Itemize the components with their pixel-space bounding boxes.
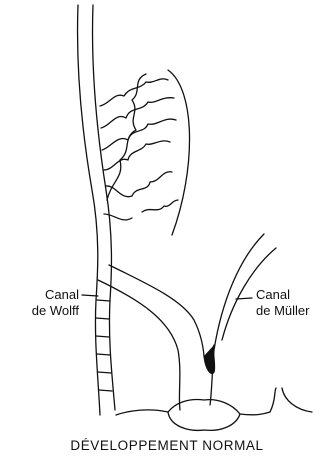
wolffian-duct <box>78 5 115 415</box>
wolff-leader-line <box>82 295 98 296</box>
urogenital-sinus <box>116 388 312 430</box>
mullerian-tubercle <box>204 345 215 373</box>
mullerian-duct <box>98 234 276 410</box>
mesonephric-tubules <box>100 70 190 235</box>
muller-label-line-2: de Müller <box>256 303 309 319</box>
figure-caption: DÉVELOPPEMENT NORMAL <box>0 438 334 453</box>
wolff-duct-label: Canal de Wolff <box>21 287 79 319</box>
wolff-label-line-2: de Wolff <box>21 303 79 319</box>
wolff-label-line-1: Canal <box>21 287 79 303</box>
muller-duct-label: Canal de Müller <box>256 287 309 319</box>
muller-label-line-1: Canal <box>256 287 309 303</box>
